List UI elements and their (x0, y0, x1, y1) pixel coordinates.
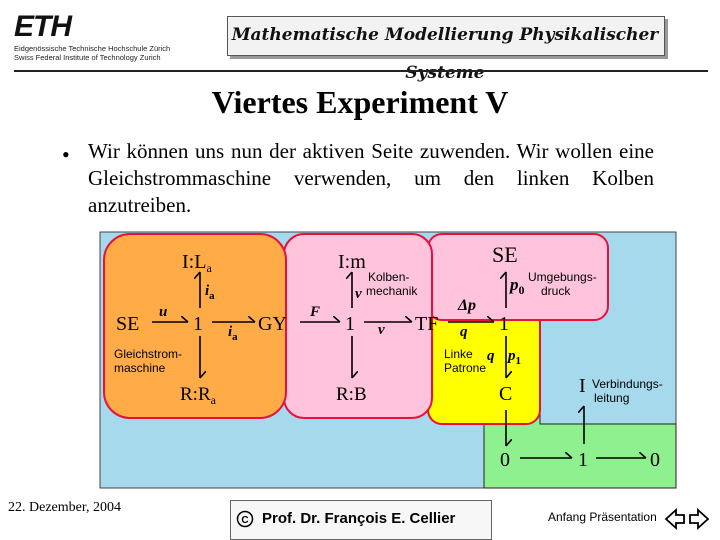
r-ra-label: R:Ra (180, 384, 217, 407)
piston-mechanics-label: Kolben-mechanik (366, 270, 418, 298)
course-title: Mathematische Modellierung Physikalische… (231, 25, 659, 83)
p1-label: p1 (506, 348, 521, 367)
slide-title: Viertes Experiment V (211, 84, 509, 120)
gy-label: GY (258, 313, 287, 335)
p0-label: p0 (508, 275, 525, 297)
se-left-label: SE (116, 313, 139, 335)
u-label: u (159, 304, 167, 320)
presenter-box (230, 500, 492, 540)
junction-1-left: 1 (193, 313, 203, 335)
bullet-text: Wir können uns nun der aktiven Seite zuw… (88, 139, 654, 217)
dc-motor-region (103, 233, 287, 419)
footer-date: 22. Dezember, 2004 (8, 500, 121, 515)
q-left-label: q (460, 324, 468, 340)
start-presentation-link[interactable]: Anfang Präsentation (548, 510, 657, 524)
i-connection-label: I (579, 375, 586, 397)
copyright-icon: C (236, 510, 254, 528)
back-forward-nav[interactable] (664, 506, 710, 532)
connection-line-label: Verbindungs-leitung (592, 377, 663, 405)
zero-left: 0 (500, 449, 510, 471)
bullet-marker: • (62, 142, 70, 167)
nav-forward-arrow-icon[interactable] (689, 507, 710, 531)
delta-p-label: Δp (457, 297, 476, 314)
course-title-box (227, 16, 665, 56)
v-right-label: v (378, 322, 385, 338)
presenter-name: Prof. Dr. François E. Cellier (262, 510, 456, 527)
se-right-label: SE (492, 242, 518, 267)
zero-right: 0 (650, 449, 660, 471)
institution-de: Eidgenössische Technische Hochschule Zür… (14, 44, 171, 53)
junction-1-bottom: 1 (578, 449, 588, 471)
f-label: F (309, 304, 320, 320)
header-rule (14, 70, 708, 72)
v-top-label: v (355, 286, 362, 302)
r-b-label: R:B (336, 384, 367, 405)
nav-back-arrow-icon[interactable] (664, 507, 685, 531)
ia-top-label: ia (205, 283, 215, 302)
q-mid-label: q (487, 348, 495, 364)
ambient-pressure-label: Umgebungs-druck (528, 270, 597, 298)
ia-bottom-label: ia (228, 324, 238, 343)
c-label: C (499, 383, 512, 405)
i-m-label: I:m (338, 251, 366, 273)
svg-text:C: C (241, 515, 248, 526)
institution-en: Swiss Federal Institute of Technology Zu… (14, 53, 161, 62)
junction-1-right: 1 (499, 313, 509, 335)
i-la-label: I:La (182, 251, 212, 275)
eth-logo: ETH (14, 10, 72, 43)
junction-1-mid: 1 (345, 313, 355, 335)
institution-names: Eidgenössische Technische Hochschule Zür… (14, 44, 170, 62)
dc-motor-label: Gleichstrom-maschine (114, 347, 182, 375)
tf-label: TF (415, 313, 438, 335)
